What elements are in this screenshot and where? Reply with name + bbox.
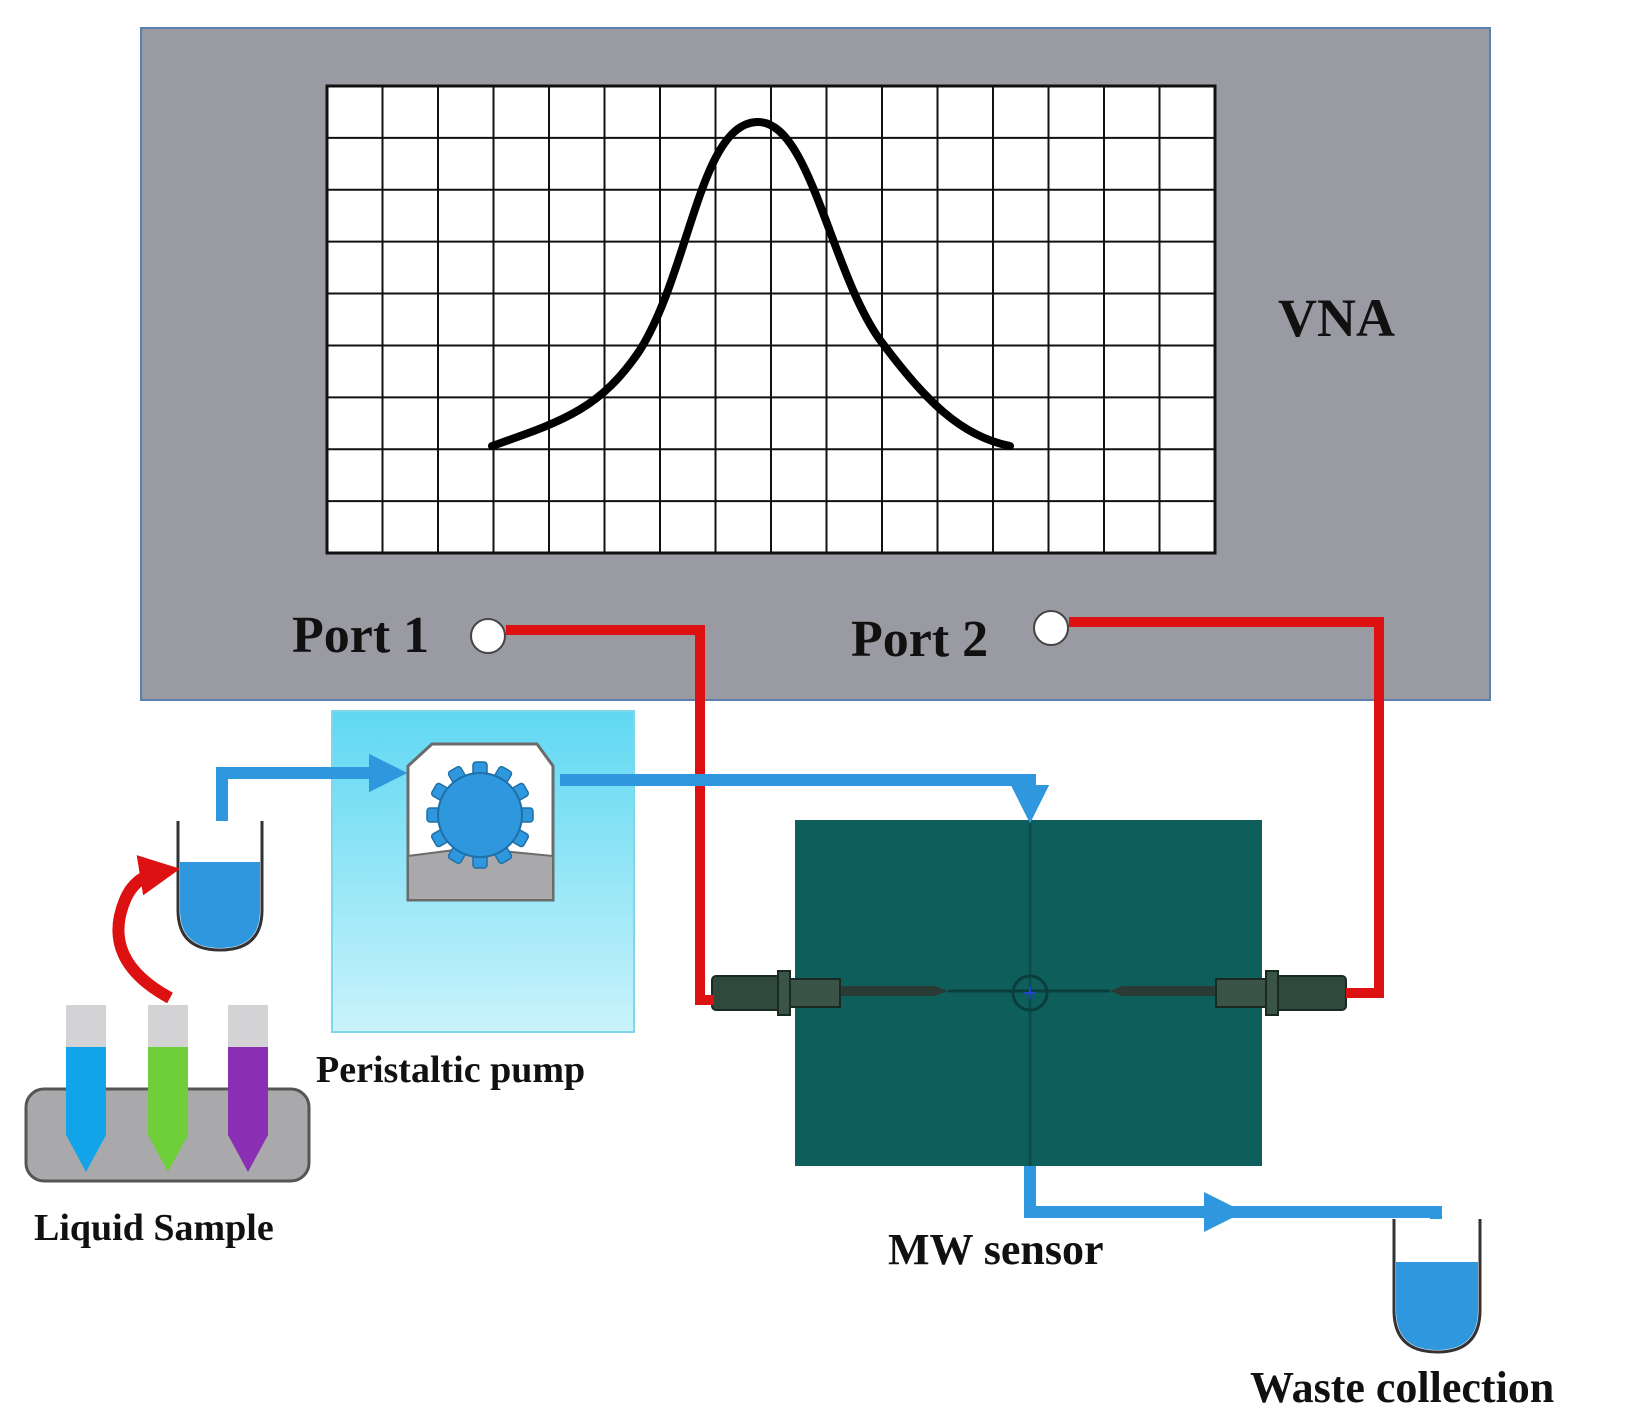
screen-grid	[327, 86, 1215, 553]
rf-cable-port1	[506, 625, 714, 1005]
port1-label: Port 1	[292, 607, 429, 664]
connector-icon	[711, 970, 841, 1016]
peristaltic-pump-icon	[406, 742, 555, 902]
test-tube-icon	[66, 1005, 106, 1172]
beaker-icon	[176, 821, 264, 952]
transfer-arrow-icon	[112, 855, 181, 1004]
waste-label: Waste collection	[1250, 1363, 1554, 1412]
resonance-curve	[488, 117, 1014, 450]
port1-connector	[470, 618, 506, 654]
mw-sensor	[795, 820, 1262, 1166]
sample-rack	[24, 1005, 311, 1183]
sensor-resonator	[1011, 974, 1049, 1012]
beaker-icon	[1392, 1219, 1482, 1354]
connector-icon	[1215, 970, 1347, 1016]
pump-label: Peristaltic pump	[316, 1049, 585, 1091]
fluid-line-pump-to-sensor	[560, 774, 1050, 824]
vna-screen	[325, 84, 1217, 555]
vna-label: VNA	[1278, 288, 1395, 348]
liquid-sample-label: Liquid Sample	[34, 1207, 274, 1249]
rf-cable-port2	[1069, 617, 1384, 998]
test-tube-icon	[228, 1005, 268, 1172]
test-tube-icon	[148, 1005, 188, 1172]
port2-label: Port 2	[851, 611, 988, 668]
sensor-label: MW sensor	[888, 1225, 1104, 1274]
flow-arrow-waste	[1204, 1192, 1244, 1232]
port2-connector	[1033, 610, 1069, 646]
